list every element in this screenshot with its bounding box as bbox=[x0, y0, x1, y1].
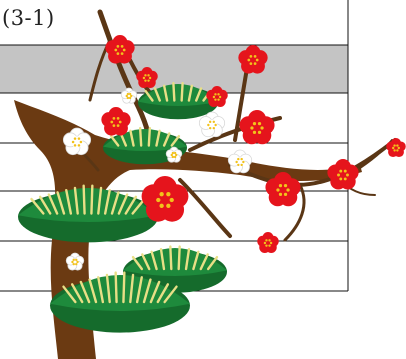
pine-cluster bbox=[138, 81, 218, 120]
white-plum-blossom bbox=[165, 146, 183, 163]
plum-blossoms bbox=[62, 35, 406, 271]
red-plum-blossom bbox=[386, 138, 406, 158]
red-plum-blossom bbox=[239, 110, 275, 145]
red-plum-blossom bbox=[206, 86, 228, 107]
pine-cluster bbox=[50, 271, 190, 333]
white-plum-blossom bbox=[227, 149, 253, 174]
branch bbox=[228, 138, 397, 187]
red-plum-blossom bbox=[257, 232, 279, 253]
white-plum-blossom bbox=[65, 252, 85, 271]
red-plum-blossom bbox=[327, 159, 359, 190]
tree-trunk bbox=[14, 100, 362, 359]
red-plum-blossom bbox=[101, 107, 131, 136]
red-plum-blossom bbox=[136, 67, 158, 88]
red-plum-blossom bbox=[141, 176, 189, 222]
red-plum-blossom bbox=[238, 45, 268, 74]
section-label: (3-1) bbox=[2, 6, 55, 30]
white-plum-blossom bbox=[62, 127, 92, 156]
branch bbox=[178, 178, 232, 238]
red-plum-blossom bbox=[105, 35, 135, 64]
branch bbox=[283, 183, 306, 242]
pine-cluster bbox=[18, 184, 158, 243]
white-plum-blossom bbox=[120, 87, 138, 104]
red-plum-blossom bbox=[265, 172, 301, 207]
white-plum-blossom bbox=[198, 111, 226, 138]
